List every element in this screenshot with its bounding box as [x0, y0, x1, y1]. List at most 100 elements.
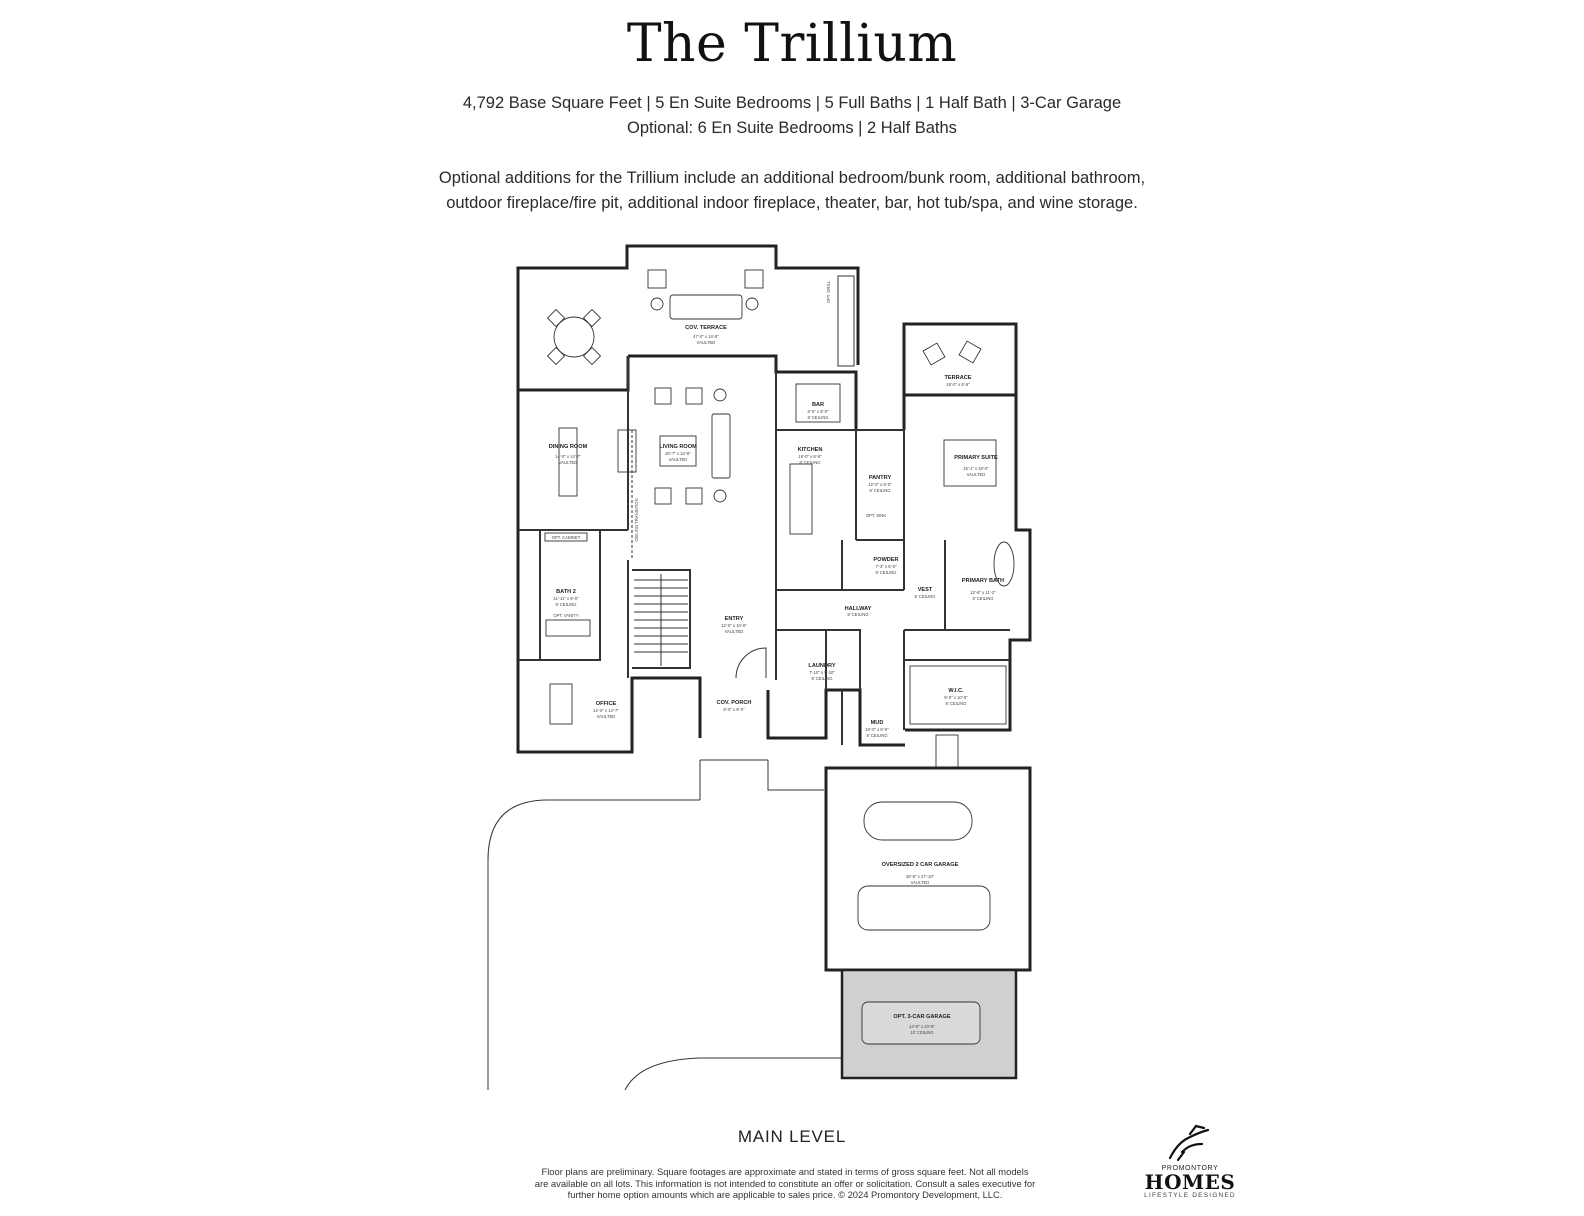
side-table-icon	[745, 297, 759, 311]
closet-shelving	[909, 665, 1007, 725]
car-icon	[863, 801, 973, 841]
chair-icon	[546, 346, 566, 366]
room-note-vest: 8' CEILING	[914, 594, 935, 599]
room-note-cov-terrace: VAULTED	[697, 340, 716, 345]
dining-table-icon	[558, 427, 578, 497]
room-size-dining-room: 14'-0" x 14'-7"	[555, 454, 581, 459]
room-size-bar: 8'-0" x 8'-0"	[807, 409, 829, 414]
stairs	[634, 574, 688, 666]
description-line-2: outdoor fireplace/fire pit, additional i…	[446, 194, 1138, 212]
room-note-living-room: VAULTED	[669, 457, 688, 462]
room-label-cov-terrace: COV. TERRACE	[685, 325, 727, 331]
room-size-opt-garage: 14'-8" x 23'-8"	[909, 1024, 935, 1029]
room-note-garage: VAULTED	[911, 880, 930, 885]
chair-icon	[546, 308, 566, 328]
room-label-pantry: PANTRY	[869, 475, 892, 481]
logo-line-1: PROMONTORY	[1161, 1165, 1219, 1172]
room-note-wic: 8' CEILING	[945, 701, 966, 706]
disclaimer: Floor plans are preliminary. Square foot…	[420, 1166, 1150, 1201]
chair-icon	[654, 487, 672, 505]
room-note-office: VAULTED	[597, 714, 616, 719]
entry-door-swing	[735, 647, 767, 679]
specs-line-2: Optional: 6 En Suite Bedrooms | 2 Half B…	[627, 119, 957, 137]
room-size-garage: 28'-8" x 27'-10"	[906, 874, 935, 879]
room-size-cov-terrace: 47'-0" x 14'-8"	[693, 334, 719, 339]
room-note-bar: 8' CEILING	[807, 415, 828, 420]
room-size-entry: 12'-0" x 10'-6"	[721, 623, 747, 628]
opt-cabinet	[544, 532, 588, 542]
side-table-icon	[650, 297, 664, 311]
room-label-entry: ENTRY	[725, 616, 744, 622]
room-size-cov-porch: 6'-0" x 9'-0"	[723, 707, 745, 712]
garage-outline	[824, 766, 1032, 972]
disclaimer-line-1: Floor plans are preliminary. Square foot…	[541, 1166, 1029, 1177]
room-note-hallway: 8' CEILING	[847, 612, 868, 617]
room-label-mud: MUD	[871, 720, 884, 726]
room-note-dining-room: VAULTED	[559, 460, 578, 465]
coffee-table-icon	[659, 435, 697, 467]
chair-icon	[685, 487, 703, 505]
chair-icon	[654, 387, 672, 405]
level-label: MAIN LEVEL	[737, 1127, 847, 1146]
chair-icon	[582, 346, 602, 366]
sofa-icon	[711, 413, 731, 479]
room-size-living-room: 30'-7" x 14'-6"	[665, 451, 691, 456]
bed-icon	[943, 439, 997, 487]
description-line-1: Optional additions for the Trillium incl…	[438, 169, 1146, 187]
interior-walls	[518, 356, 1010, 745]
room-size-primary-bath: 12'-8" x 11'-2"	[970, 590, 996, 595]
room-note-powder: 8' CEILING	[875, 570, 896, 575]
room-label-terrace: TERRACE	[944, 375, 971, 381]
specs-line-1: 4,792 Base Square Feet | 5 En Suite Bedr…	[462, 94, 1122, 112]
dining-table-icon	[553, 316, 595, 358]
stair-wall	[632, 569, 691, 669]
chair-icon	[685, 387, 703, 405]
callout-ceiling-transition: CEILING TRANSITION	[634, 498, 639, 541]
room-note-mud: 8' CEILING	[866, 733, 887, 738]
vanity-icon	[545, 619, 591, 637]
chair-icon	[958, 340, 982, 364]
room-label-cov-porch: COV. PORCH	[717, 700, 752, 706]
room-label-laundry: LAUNDRY	[808, 663, 835, 669]
disclaimer-line-3: further home option amounts which are ap…	[567, 1189, 1003, 1200]
room-note-pantry: 8' CEILING	[869, 488, 890, 493]
room-label-living-room: LIVING ROOM	[659, 444, 697, 450]
floor-plan: COV. TERRACE 47'-0" x 14'-8" VAULTED OPT…	[487, 244, 1032, 1091]
chair-icon	[922, 342, 946, 366]
room-size-primary-suite: 16'-1" x 18'-0"	[963, 466, 989, 471]
room-label-dining-room: DINING ROOM	[549, 444, 588, 450]
room-size-pantry: 12'-0" x 8'-0"	[868, 482, 892, 487]
chair-icon	[647, 269, 667, 289]
room-label-primary-bath: PRIMARY BATH	[962, 578, 1004, 584]
room-label-office: OFFICE	[596, 701, 617, 707]
room-label-bath-2: BATH 2	[556, 589, 576, 595]
truck-icon	[861, 1001, 981, 1045]
room-label-wic: W.I.C.	[948, 688, 964, 694]
room-label-bar: BAR	[812, 402, 824, 408]
callout-opt-sink: OPT. SINK	[866, 513, 886, 518]
room-label-powder: POWDER	[873, 557, 898, 563]
page-title: The Trillium	[626, 14, 958, 74]
fireplace-icon	[617, 429, 637, 473]
room-note-primary-bath: 8' CEILING	[972, 596, 993, 601]
grill-counter	[837, 275, 855, 367]
suv-icon	[857, 885, 991, 931]
room-label-kitchen: KITCHEN	[798, 447, 823, 453]
room-note-opt-garage: 10' CEILING	[910, 1030, 933, 1035]
room-note-entry: VAULTED	[725, 629, 744, 634]
room-note-primary-suite: VAULTED	[967, 472, 986, 477]
description: Optional additions for the Trillium incl…	[0, 166, 1584, 216]
horse-rider-logo-icon	[1168, 1124, 1210, 1162]
sofa-icon	[669, 294, 743, 320]
room-label-garage: OVERSIZED 2 CAR GARAGE	[882, 862, 959, 868]
bathtub-icon	[993, 541, 1015, 587]
room-label-hallway: HALLWAY	[845, 606, 872, 612]
side-table-icon	[713, 489, 727, 503]
callout-opt-vanity: OPT. VANITY	[553, 613, 578, 618]
garage-steps	[935, 734, 959, 770]
callout-opt-cabinet: OPT. CABINET	[552, 535, 581, 540]
room-size-office: 12'-0" x 14'-7"	[593, 708, 619, 713]
room-label-opt-garage: OPT. 3-CAR GARAGE	[893, 1014, 950, 1020]
disclaimer-line-2: are available on all lots. This informat…	[534, 1177, 1036, 1189]
room-label-primary-suite: PRIMARY SUITE	[954, 455, 998, 461]
